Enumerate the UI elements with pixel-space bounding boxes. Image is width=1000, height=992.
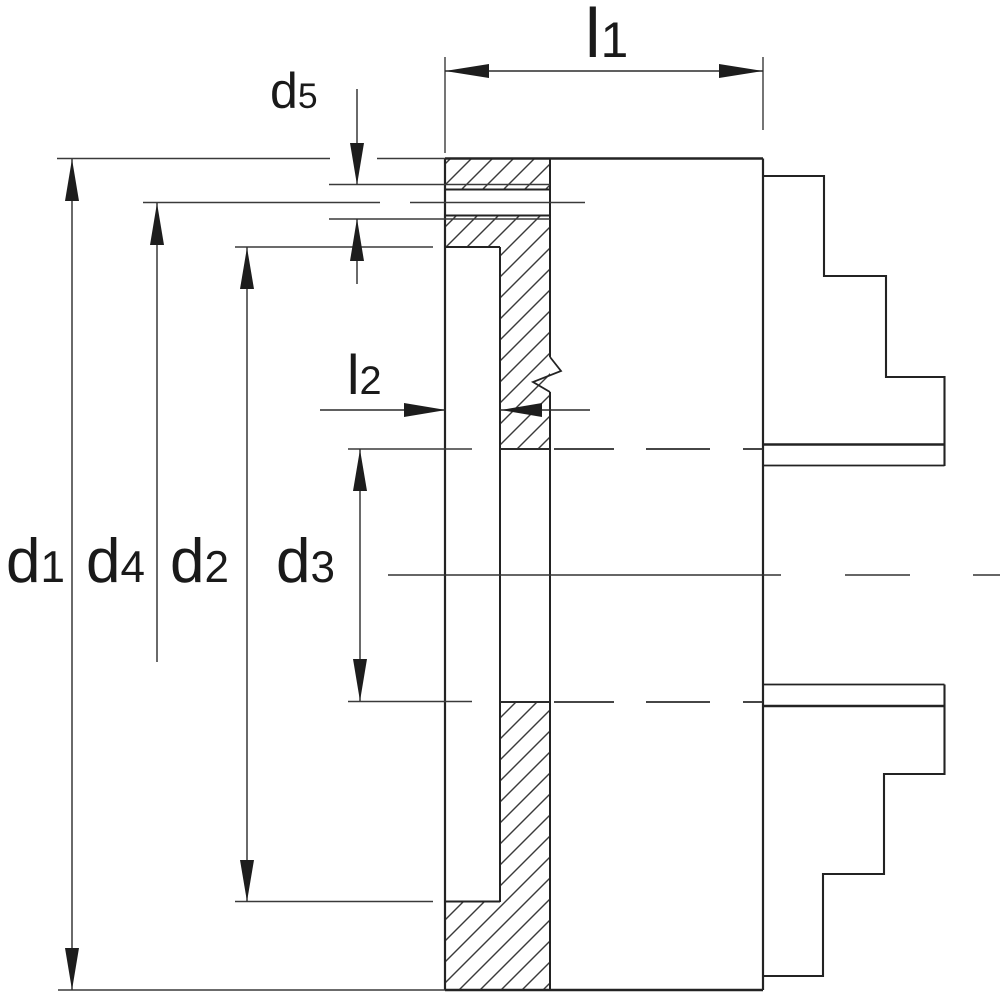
label-d1-sub: 1 — [40, 543, 65, 592]
d2-down-arrow — [240, 860, 254, 902]
label-d5-sub: 5 — [297, 76, 318, 116]
label-d5-main: d — [270, 63, 298, 119]
d2-up-arrow — [240, 247, 254, 289]
dimension-d3 — [353, 449, 367, 701]
label-d4-sub: 4 — [120, 543, 145, 592]
dimension-d2 — [240, 247, 254, 902]
l2-left-arrow — [500, 403, 542, 417]
dimension-d5 — [350, 89, 364, 284]
dimension-l2 — [320, 403, 590, 417]
label-l2-sub: 2 — [359, 359, 382, 403]
label-d4-main: d — [86, 527, 121, 596]
label-d3: d3 — [276, 531, 335, 593]
label-l2: l2 — [347, 347, 382, 403]
l2-right-arrow — [404, 403, 446, 417]
label-d3-sub: 3 — [310, 543, 335, 592]
d1-up-arrow — [65, 159, 79, 201]
bottom-jaw-step-profile — [763, 684, 946, 978]
label-l1: l1 — [585, 0, 628, 68]
section-hatch-regions — [445, 158, 550, 990]
extension-lines — [57, 57, 764, 991]
label-d2-sub: 2 — [204, 543, 229, 592]
d4-up-arrow — [150, 203, 164, 245]
d3-up-arrow — [353, 449, 367, 491]
label-d1: d1 — [6, 531, 65, 593]
hatch-band-below-bolt-hole — [445, 215, 550, 247]
label-d3-main: d — [276, 527, 311, 596]
d5-down-arrow — [350, 143, 364, 185]
label-l1-main: l — [585, 0, 601, 72]
label-d2: d2 — [170, 531, 229, 593]
bottom-jaw — [763, 683, 946, 978]
l1-left-arrow — [445, 64, 489, 78]
dimension-d4 — [150, 203, 164, 662]
label-l1-sub: 1 — [600, 12, 629, 68]
d5-up-arrow — [350, 218, 364, 261]
dimension-d1 — [65, 159, 79, 990]
hatch-strip-lower — [500, 702, 550, 902]
hatch-strip-upper — [500, 247, 550, 449]
top-jaw-step-profile — [763, 174, 946, 466]
l1-right-arrow — [719, 64, 763, 78]
d3-down-arrow — [353, 659, 367, 701]
d1-down-arrow — [65, 948, 79, 990]
bore-hidden-lines — [500, 448, 763, 703]
label-l2-main: l — [347, 343, 360, 406]
label-d4: d4 — [86, 531, 145, 593]
hatch-bottom-band — [445, 902, 550, 990]
label-d5: d5 — [270, 66, 318, 116]
top-jaw — [763, 174, 946, 467]
dimension-l1 — [445, 64, 763, 78]
label-d2-main: d — [170, 527, 205, 596]
label-d1-main: d — [6, 527, 41, 596]
break-line-zigzag — [530, 356, 563, 393]
